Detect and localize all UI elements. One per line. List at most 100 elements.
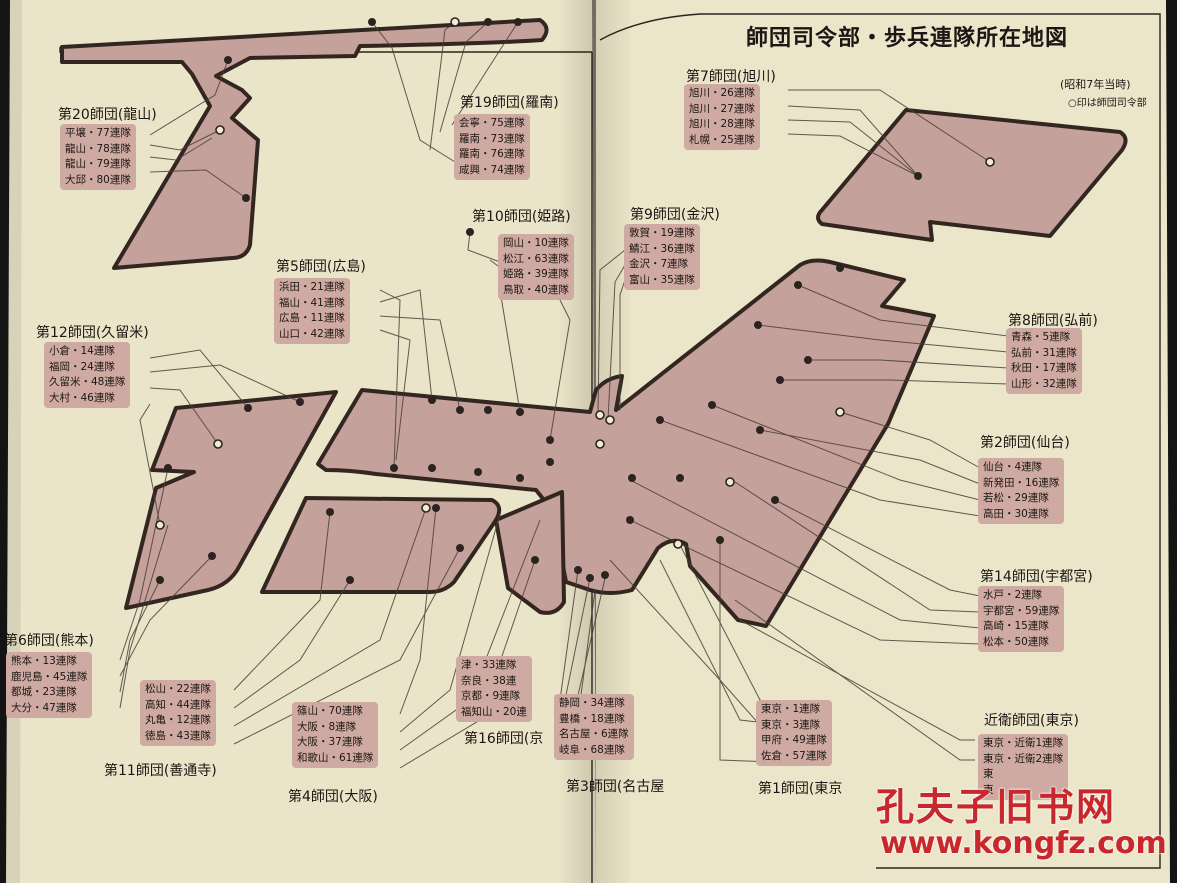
page-edge <box>6 0 22 883</box>
regiment-entry: 小倉・14連隊 <box>49 345 115 357</box>
regiment-entry: 津・33連隊 <box>461 659 517 671</box>
regiment-entry: 東京・1連隊 <box>761 703 821 715</box>
regiment-entry: 岐阜・68連隊 <box>559 743 625 756</box>
regiment-entry: 高知・44連隊 <box>145 698 211 711</box>
regiment-entry: 豊橋・18連隊 <box>559 712 625 725</box>
division-hq-markers <box>155 17 995 549</box>
regiment-dots <box>156 18 922 584</box>
regiment-list: 仙台・4連隊 新発田・16連隊 若松・29連隊 高田・30連隊 <box>978 458 1065 524</box>
regiment-entry: 大村・46連隊 <box>49 391 115 404</box>
regiment-entry: 旭川・28連隊 <box>689 118 755 130</box>
regiment-list: 東京・1連隊 東京・3連隊 甲府・49連隊 佐倉・57連隊 <box>756 700 832 766</box>
regiment-entry: 徳島・43連隊 <box>145 729 211 742</box>
regiment-list: 静岡・34連隊 豊橋・18連隊 名古屋・6連隊 岐阜・68連隊 <box>554 694 634 760</box>
division-label: 近衛師団(東京) <box>984 713 1079 729</box>
regiment-entry: 鯖江・36連隊 <box>629 242 695 255</box>
korea-shape <box>60 18 549 270</box>
regiment-list: 敦賀・19連隊 鯖江・36連隊 金沢・7連隊 富山・35連隊 <box>624 224 700 290</box>
regiment-entry: 福知山・20連 <box>461 705 527 718</box>
regiment-list: 松山・22連隊 高知・44連隊 丸亀・12連隊 徳島・43連隊 <box>140 680 216 746</box>
regiment-entry: 旭川・26連隊 <box>689 87 755 99</box>
division-label: 第11師団(善通寺) <box>104 763 217 779</box>
regiment-entry: 平壌・77連隊 <box>65 127 131 139</box>
regiment-entry: 佐倉・57連隊 <box>761 749 827 762</box>
map-title: 師団司令部・歩兵連隊所在地図 <box>746 26 1069 51</box>
regiment-entry: 龍山・79連隊 <box>65 158 131 170</box>
division-label: 第16師団(京 <box>464 731 544 747</box>
regiment-entry: 福岡・24連隊 <box>49 360 115 373</box>
regiment-entry: 敦賀・19連隊 <box>629 227 695 239</box>
regiment-entry: 旭川・27連隊 <box>689 102 755 115</box>
regiment-list: 水戸・2連隊 宇都宮・59連隊 高崎・15連隊 松本・50連隊 <box>978 586 1065 652</box>
regiment-list: 津・33連隊 奈良・38連 京都・9連隊 福知山・20連 <box>456 656 532 722</box>
regiment-entry: 仙台・4連隊 <box>983 461 1043 473</box>
right-frame <box>599 13 1161 869</box>
division-label: 第10師団(姫路) <box>472 209 571 225</box>
regiment-entry: 富山・35連隊 <box>629 273 695 286</box>
regiment-entry: 秋田・17連隊 <box>1011 362 1077 374</box>
regiment-entry: 水戸・2連隊 <box>983 589 1043 601</box>
division-label: 第8師団(弘前) <box>1008 313 1098 329</box>
regiment-entry: 松山・22連隊 <box>145 683 211 695</box>
regiment-entry: 静岡・34連隊 <box>559 697 625 709</box>
regiment-entry: 姫路・39連隊 <box>503 268 569 280</box>
regiment-list: 平壌・77連隊 龍山・78連隊 龍山・79連隊 大邱・80連隊 <box>60 124 136 190</box>
regiment-entry: 熊本・13連隊 <box>11 655 77 667</box>
regiment-entry: 東京・近衛2連隊 <box>983 752 1064 765</box>
regiment-entry: 弘前・31連隊 <box>1011 346 1077 359</box>
division-label: 第5師団(広島) <box>276 259 366 275</box>
kii-shape <box>494 490 566 615</box>
regiment-list: 篠山・70連隊 大阪・8連隊 大阪・37連隊 和歌山・61連隊 <box>292 702 379 768</box>
division-label: 第7師団(旭川) <box>686 69 776 85</box>
watermark-text: 孔夫子旧书网 <box>876 785 1117 829</box>
regiment-entry: 大邱・80連隊 <box>65 173 131 186</box>
hokkaido-shape <box>816 108 1128 242</box>
regiment-entry: 奈良・38連 <box>461 674 517 687</box>
regiment-entry: 高崎・15連隊 <box>983 620 1049 632</box>
watermark-url: www.kongfz.com <box>880 826 1167 861</box>
regiment-entry: 羅南・73連隊 <box>459 132 525 145</box>
regiment-entry: 会寧・75連隊 <box>459 117 525 129</box>
division-label: 第9師団(金沢) <box>630 207 720 223</box>
regiment-entry: 大阪・37連隊 <box>297 736 363 748</box>
honshu-shape <box>316 258 936 628</box>
regiment-entry: 篠山・70連隊 <box>297 705 363 717</box>
division-label: 第1師団(東京 <box>758 781 843 797</box>
kyushu-shape <box>124 390 338 610</box>
regiment-entry: 若松・29連隊 <box>983 492 1049 504</box>
regiment-entry: 広島・11連隊 <box>279 312 345 324</box>
regiment-list: 会寧・75連隊 羅南・73連隊 羅南・76連隊 咸興・74連隊 <box>454 114 530 180</box>
regiment-entry: 山形・32連隊 <box>1011 377 1077 390</box>
regiment-entry: 金沢・7連隊 <box>629 258 689 270</box>
regiment-list: 青森・5連隊 弘前・31連隊 秋田・17連隊 山形・32連隊 <box>1006 328 1082 394</box>
regiment-entry: 山口・42連隊 <box>279 327 345 340</box>
regiment-entry: 大分・47連隊 <box>11 701 77 714</box>
regiment-entry: 松本・50連隊 <box>983 635 1049 648</box>
regiment-entry: 丸亀・12連隊 <box>145 714 211 726</box>
regiment-entry: 久留米・48連隊 <box>49 376 126 388</box>
regiment-entry: 高田・30連隊 <box>983 507 1049 520</box>
legend-note: ○印は師団司令部 <box>1068 98 1147 109</box>
regiment-entry: 新発田・16連隊 <box>983 476 1060 489</box>
regiment-entry: 羅南・76連隊 <box>459 148 525 160</box>
division-label: 第19師団(羅南) <box>460 95 559 111</box>
regiment-entry: 名古屋・6連隊 <box>559 728 629 740</box>
regiment-list: 岡山・10連隊 松江・63連隊 姫路・39連隊 鳥取・40連隊 <box>498 234 574 300</box>
map-subtitle: (昭和7年当時) <box>1060 78 1131 91</box>
division-label: 第20師団(龍山) <box>58 107 157 123</box>
regiment-entry: 東 <box>983 783 994 796</box>
division-label: 第14師団(宇都宮) <box>980 569 1093 585</box>
shikoku-shape <box>260 496 502 594</box>
regiment-list: 東京・近衛1連隊 東京・近衛2連隊 東 東 <box>978 734 1069 800</box>
regiment-list: 浜田・21連隊 福山・41連隊 広島・11連隊 山口・42連隊 <box>274 278 350 344</box>
regiment-entry: 東京・近衛1連隊 <box>983 737 1064 749</box>
division-label: 第12師団(久留米) <box>36 325 149 341</box>
regiment-entry: 大阪・8連隊 <box>297 720 357 733</box>
regiment-entry: 青森・5連隊 <box>1011 331 1071 343</box>
regiment-list: 旭川・26連隊 旭川・27連隊 旭川・28連隊 札幌・25連隊 <box>684 84 760 150</box>
regiment-entry: 東京・3連隊 <box>761 718 821 731</box>
division-label: 第6師団(熊本) <box>4 633 94 649</box>
division-label: 第3師団(名古屋 <box>566 779 665 795</box>
regiment-entry: 鳥取・40連隊 <box>503 283 569 296</box>
regiment-entry: 福山・41連隊 <box>279 296 345 309</box>
